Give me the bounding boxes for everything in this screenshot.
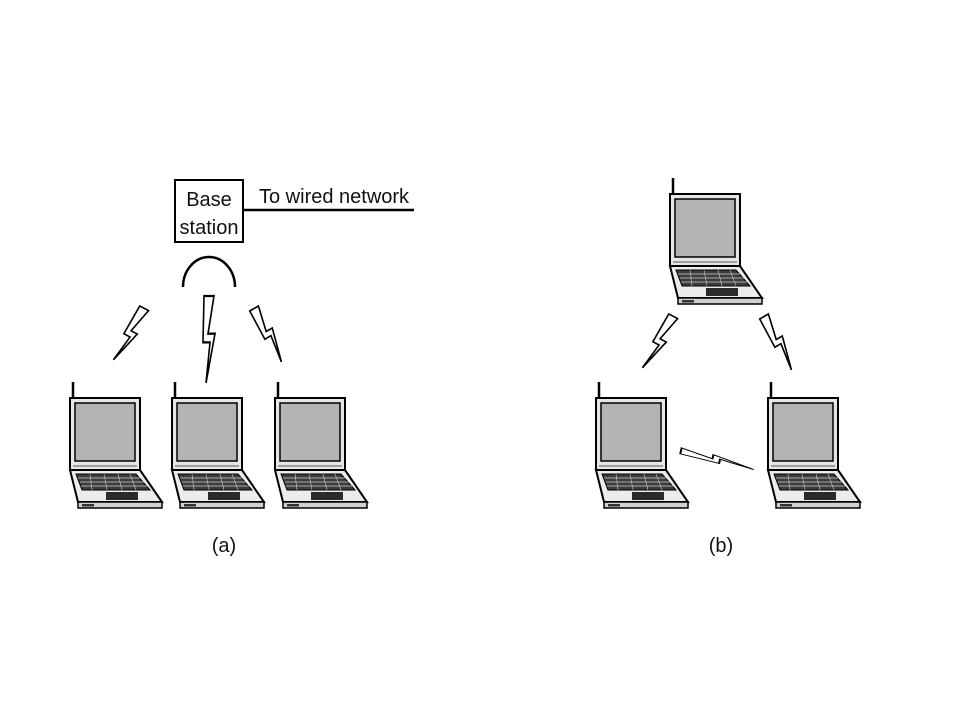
laptop-icon [594,380,690,510]
base-station-box [174,179,244,243]
diagram-b: (b) [594,176,862,557]
lightning-icon [109,304,151,365]
lightning-icon [679,446,756,473]
lightning-icon [638,312,680,373]
laptop-icon [668,176,764,306]
lightning-icon [201,294,217,385]
laptop-icon [170,380,266,510]
laptop-icon [68,380,164,510]
base-station-label-line2: station [180,217,239,239]
diagram-a: Base station To wired network (a) [68,179,414,557]
wired-network-label: To wired network [259,186,410,208]
base-station-label-line1: Base [186,189,232,211]
laptop-icon [273,380,369,510]
lightning-icon [248,304,291,365]
laptop-icon [766,380,862,510]
lightning-icon [758,312,801,373]
antenna-icon [181,255,237,288]
caption-b: (b) [709,535,733,557]
caption-a: (a) [212,535,236,557]
